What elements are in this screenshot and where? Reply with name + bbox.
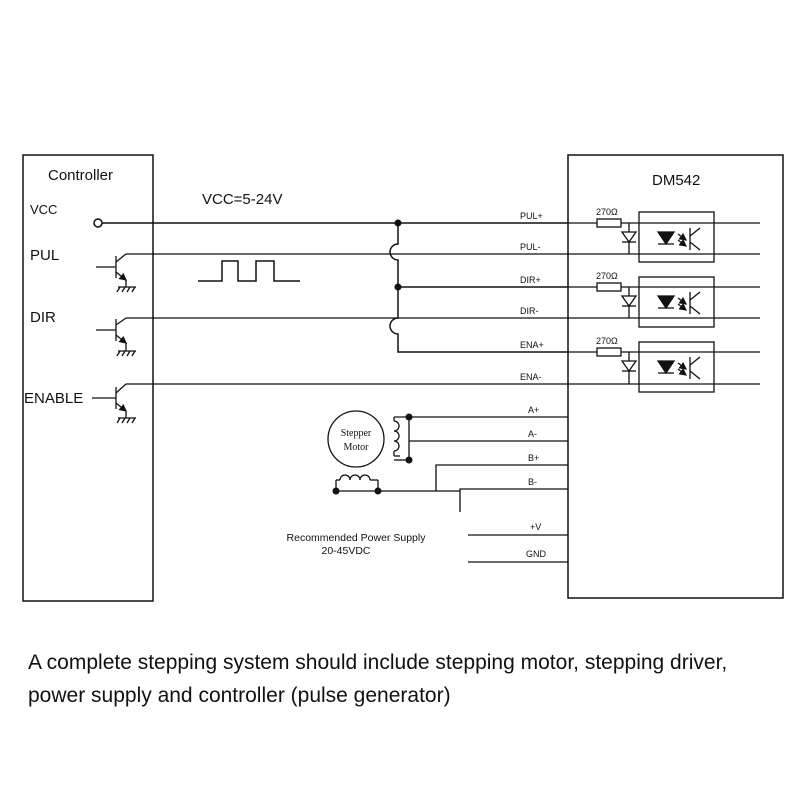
terminal-a-plus: A+ — [528, 405, 539, 415]
pulse-waveform — [198, 260, 300, 282]
resistor-label-1: 270Ω — [596, 207, 618, 217]
terminal-dir-plus: DIR+ — [520, 275, 541, 285]
driver-box — [567, 154, 784, 599]
optocoupler-ena — [568, 341, 760, 393]
motor-label-line2: Motor — [344, 442, 370, 453]
terminal-plus-v: +V — [530, 522, 541, 532]
power-supply-line1: Recommended Power Supply — [287, 532, 427, 544]
terminal-pul-plus: PUL+ — [520, 211, 543, 221]
caption: A complete stepping system should includ… — [28, 651, 728, 707]
junction-dir-plus — [394, 283, 402, 291]
controller-dir-label: DIR — [30, 309, 56, 326]
enable-transistor — [92, 383, 568, 424]
junction-a-plus — [405, 413, 413, 421]
optocoupler-pul — [568, 211, 760, 263]
terminal-ena-minus: ENA- — [520, 372, 542, 382]
pul-transistor — [96, 253, 568, 293]
vcc-wire — [93, 218, 568, 353]
terminal-a-minus: A- — [528, 429, 537, 439]
junction-vcc — [394, 219, 402, 227]
terminal-pul-minus: PUL- — [520, 242, 541, 252]
controller-title: Controller — [48, 167, 113, 184]
dir-transistor — [96, 317, 568, 357]
controller-box — [22, 154, 154, 602]
controller-enable-label: ENABLE — [24, 390, 83, 407]
terminal-b-plus: B+ — [528, 453, 539, 463]
resistor-label-2: 270Ω — [596, 271, 618, 281]
terminal-ena-plus: ENA+ — [520, 340, 544, 350]
junction-a-minus — [405, 456, 413, 464]
controller-pul-label: PUL — [30, 247, 59, 264]
optocoupler-dir — [568, 276, 760, 328]
terminal-dir-minus: DIR- — [520, 306, 539, 316]
motor-label-line1: Stepper — [341, 428, 372, 439]
power-supply-line2: 20-45VDC — [321, 545, 370, 557]
stepper-motor — [327, 410, 385, 468]
terminal-gnd: GND — [526, 549, 547, 559]
driver-title: DM542 — [652, 172, 700, 189]
resistor-label-3: 270Ω — [596, 336, 618, 346]
junction-b-plus — [332, 487, 340, 495]
vcc-note: VCC=5-24V — [202, 191, 282, 208]
motor-wires — [335, 416, 568, 512]
junction-b-minus — [374, 487, 382, 495]
terminal-b-minus: B- — [528, 477, 537, 487]
controller-vcc-label: VCC — [30, 202, 57, 217]
